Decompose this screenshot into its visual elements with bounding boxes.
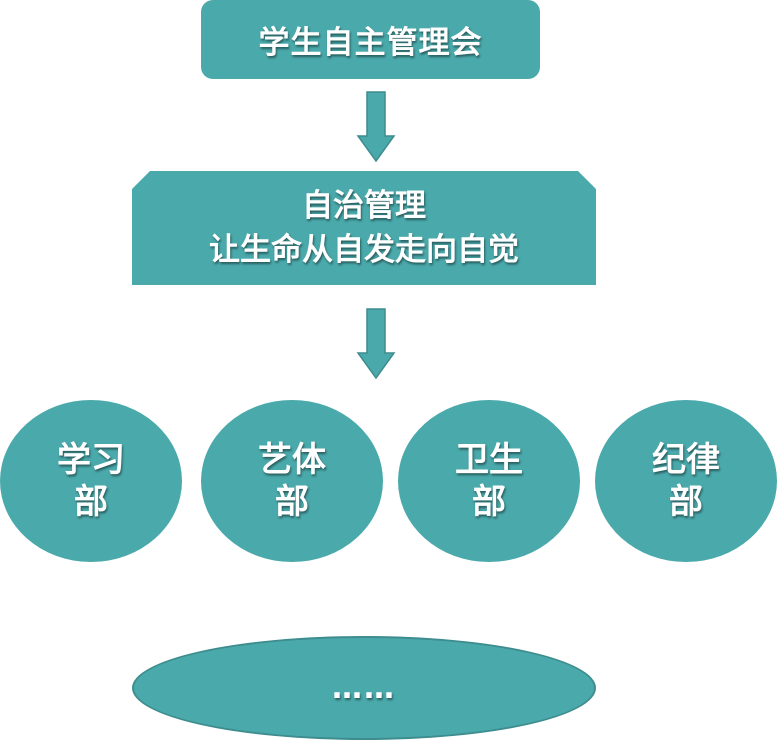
- more-departments-node: ……: [132, 636, 596, 740]
- middle-node-line1: 自治管理: [302, 188, 426, 224]
- department-label-line2: 部: [275, 482, 309, 522]
- department-hygiene-node: 卫生 部: [398, 400, 580, 562]
- department-label-line2: 部: [669, 482, 703, 522]
- department-label-line1: 学习: [57, 440, 125, 480]
- department-discipline-node: 纪律 部: [595, 400, 777, 562]
- department-arts-sports-node: 艺体 部: [201, 400, 383, 562]
- top-node-label: 学生自主管理会: [258, 25, 483, 61]
- department-label-line2: 部: [472, 482, 506, 522]
- middle-node-line2: 让生命从自发走向自觉: [209, 232, 519, 268]
- down-arrow-icon: [356, 91, 396, 163]
- more-node-label: ……: [332, 670, 396, 706]
- department-study-node: 学习 部: [0, 400, 182, 562]
- department-label-line1: 纪律: [652, 440, 720, 480]
- middle-node-box: 自治管理 让生命从自发走向自觉: [132, 171, 596, 285]
- department-label-line2: 部: [74, 482, 108, 522]
- top-node-box: 学生自主管理会: [201, 0, 540, 79]
- department-label-line1: 卫生: [455, 440, 523, 480]
- department-label-line1: 艺体: [258, 440, 326, 480]
- down-arrow-icon: [356, 308, 396, 380]
